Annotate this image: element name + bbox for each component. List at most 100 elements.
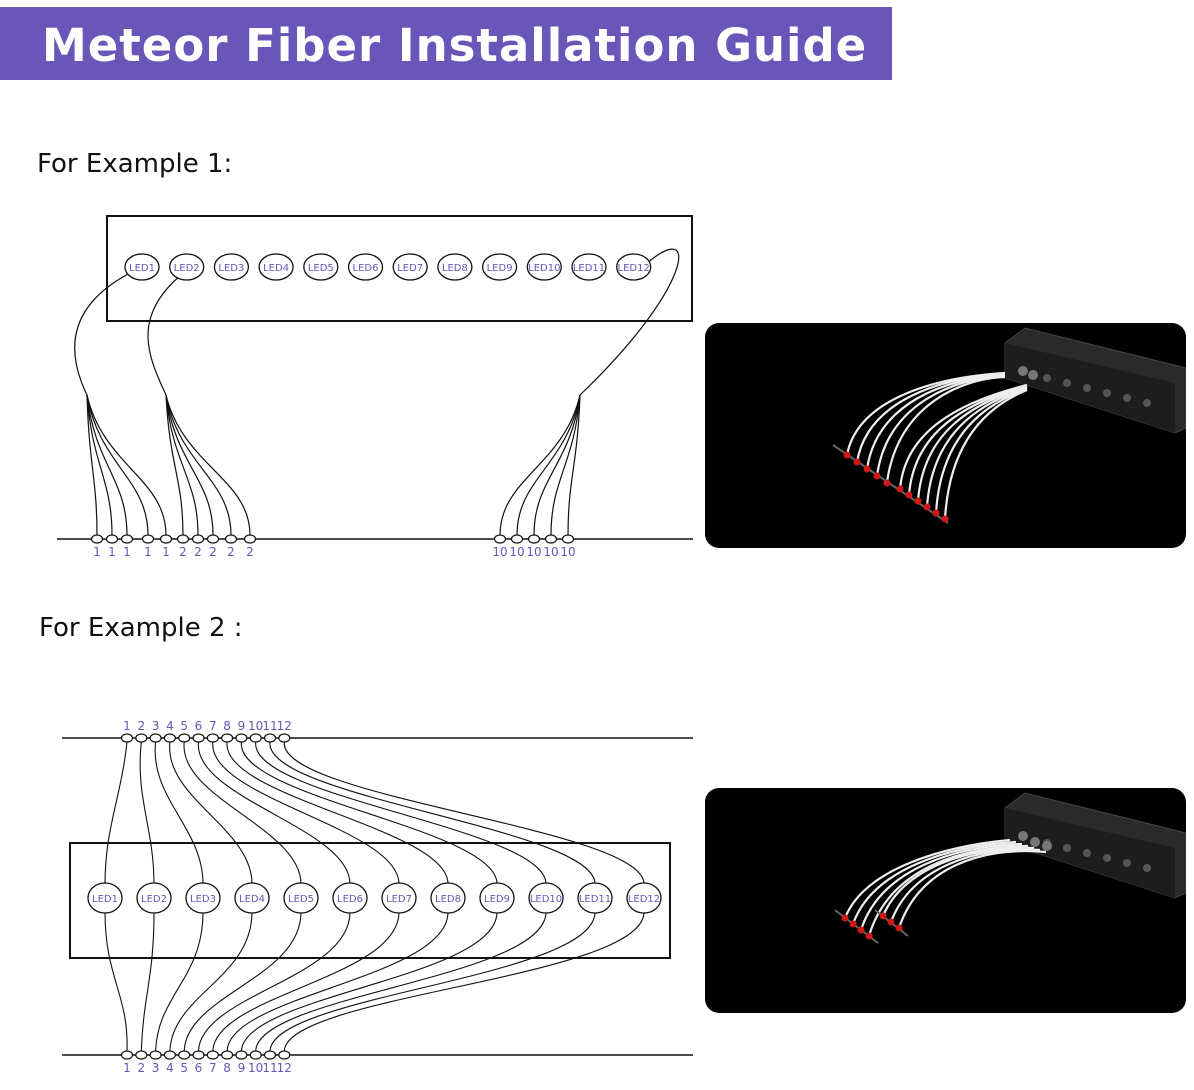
fiber-strand-top (154, 741, 204, 885)
fiber-end-node (120, 534, 134, 544)
meteor-light-point (883, 479, 891, 487)
fiber-engine-illustration (834, 792, 1186, 944)
fiber-strand (916, 385, 1028, 502)
led-label: LED12 (618, 263, 650, 274)
fiber-number-label: 1 (123, 545, 131, 559)
fiber-end-node (510, 534, 524, 544)
fiber-strand-bottom (226, 911, 449, 1052)
example-2-product-photo (705, 788, 1186, 1013)
bottom-fiber-end-node (263, 1050, 277, 1060)
fiber-strand-top (226, 741, 449, 885)
fiber-end-node (206, 534, 220, 544)
fiber-number-label: 5 (180, 719, 188, 733)
fiber-number-label: 2 (227, 545, 235, 559)
fiber-strand-top (197, 741, 351, 885)
fiber-number-label: 2 (246, 545, 254, 559)
fiber-number-label: 10 (509, 545, 524, 559)
fiber-strand (165, 394, 199, 536)
meteor-light-point (905, 491, 913, 499)
fiber-strand (499, 394, 581, 536)
led-label: LED1 (92, 894, 118, 905)
led-5: LED5 (303, 253, 339, 281)
led-8: LED8 (430, 882, 466, 914)
led-panel-frame (69, 842, 671, 959)
bottom-fiber-end-node (149, 1050, 162, 1060)
fiber-strand (165, 394, 251, 536)
meteor-light-point (849, 920, 857, 928)
fiber-strand (889, 848, 1041, 923)
fiber-number-label: 2 (194, 545, 202, 559)
led-12: LED12 (616, 253, 652, 281)
fiber-end-node (141, 534, 155, 544)
fiber-strand (86, 394, 128, 536)
fiber-number-label: 2 (137, 1061, 145, 1075)
meteor-strip-icon (834, 909, 909, 944)
meteor-light-point (932, 509, 940, 517)
fiber-strand (86, 394, 98, 536)
fiber-number-label: 10 (248, 719, 263, 733)
led-panel-frame (106, 215, 693, 322)
fiber-strand-bottom (197, 911, 351, 1052)
led-label: LED7 (397, 263, 423, 274)
fiber-strand-bottom (212, 911, 400, 1052)
fiber-strand (865, 373, 1006, 470)
led-label: LED7 (386, 894, 412, 905)
led-11: LED11 (571, 253, 607, 281)
fiber-strand (550, 394, 581, 536)
fiber-end-node (159, 534, 173, 544)
fiber-number-label: 9 (238, 719, 246, 733)
fiber-engine-illustration (832, 327, 1186, 524)
bottom-fiber-end-node (163, 1050, 176, 1060)
led-1: LED1 (87, 882, 123, 914)
top-fiber-end-node (192, 733, 205, 743)
fiber-strand (567, 394, 581, 536)
led-1: LED1 (124, 253, 160, 281)
fiber-strand (881, 846, 1035, 917)
fiber-number-label: 2 (137, 719, 145, 733)
example-2-heading: For Example 2 : (39, 613, 243, 643)
fiber-strand (934, 387, 1028, 514)
fiber-strand (885, 375, 1006, 484)
top-fiber-end-node (235, 733, 248, 743)
fiber-number-label: 6 (195, 719, 203, 733)
fiber-strand (165, 394, 214, 536)
fiber-strand (533, 394, 581, 536)
top-fiber-end-node (178, 733, 191, 743)
fiber-strand-top (183, 741, 302, 885)
bottom-fiber-end-node (249, 1050, 262, 1060)
fiber-strand-bottom (104, 911, 128, 1052)
fiber-strand (86, 394, 149, 536)
top-fiber-end-node (278, 733, 291, 743)
fiber-strand (516, 394, 581, 536)
meteor-strip-icon (832, 444, 949, 524)
led-label: LED8 (442, 263, 468, 274)
fiber-strands-icon (843, 838, 1047, 937)
fiber-strand-top (169, 741, 253, 885)
fiber-strands-icon (845, 371, 1028, 520)
fiber-strand (165, 394, 232, 536)
fiber-number-label: 1 (123, 1061, 131, 1075)
fiber-number-label: 6 (195, 1061, 203, 1075)
bottom-fiber-end-node (120, 1050, 134, 1060)
led-4: LED4 (258, 253, 294, 281)
fiber-end-node (527, 534, 541, 544)
led-3: LED3 (185, 882, 221, 914)
fiber-number-label: 11 (262, 719, 277, 733)
fiber-strand (898, 383, 1028, 490)
led-6: LED6 (347, 253, 384, 281)
meteor-light-point (873, 472, 881, 480)
fiber-end-node (90, 534, 104, 544)
fiber-number-label: 10 (492, 545, 507, 559)
led-3: LED3 (213, 253, 250, 281)
meteor-light-point (841, 914, 849, 922)
fiber-strand (843, 838, 1011, 919)
led-label: LED9 (487, 263, 513, 274)
meteor-light-point (879, 912, 887, 920)
fiber-number-label: 1 (108, 545, 116, 559)
meteor-light-point (857, 926, 865, 934)
led-label: LED6 (337, 894, 363, 905)
fiber-strand-top (240, 741, 498, 885)
led-label: LED12 (628, 894, 660, 905)
